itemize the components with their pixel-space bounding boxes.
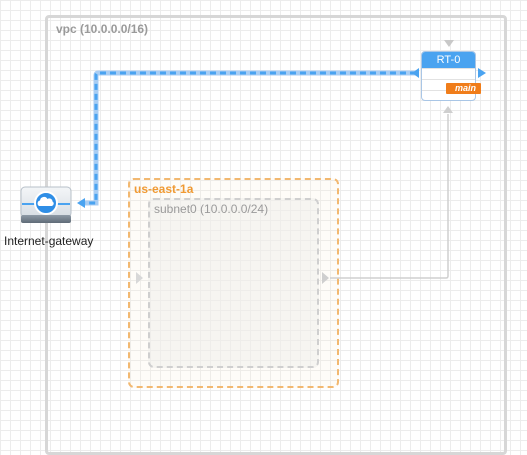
route-connection-line — [83, 70, 416, 206]
subnet-association-line — [330, 114, 449, 279]
internet-gateway-icon — [20, 186, 72, 223]
subnet-container[interactable]: subnet0 (10.0.0.0/24) — [148, 198, 319, 368]
internet-gateway-label: Internet-gateway — [4, 234, 94, 248]
availability-zone-label: us-east-1a — [134, 182, 194, 196]
rt-left-port-arrow — [412, 68, 419, 78]
subnet-label: subnet0 (10.0.0.0/24) — [154, 202, 269, 216]
rt-top-port-arrow — [444, 40, 454, 47]
cloud-icon — [37, 196, 54, 206]
rt-bottom-port-arrow — [443, 106, 453, 113]
connections-layer — [77, 40, 486, 284]
internet-gateway-node[interactable] — [20, 185, 72, 227]
vpc-label: vpc (10.0.0.0/16) — [56, 22, 149, 36]
subnet-left-port-arrow — [136, 272, 143, 284]
main-tag: main — [446, 83, 482, 94]
subnet-right-port-arrow — [322, 272, 329, 284]
route-table-row — [422, 68, 475, 79]
rt-right-port-arrow — [478, 68, 486, 78]
route-table-node[interactable]: RT-0 main — [421, 51, 482, 101]
route-table-row — [422, 79, 475, 90]
route-table-title: RT-0 — [422, 52, 475, 68]
route-arrow-left — [77, 198, 85, 208]
